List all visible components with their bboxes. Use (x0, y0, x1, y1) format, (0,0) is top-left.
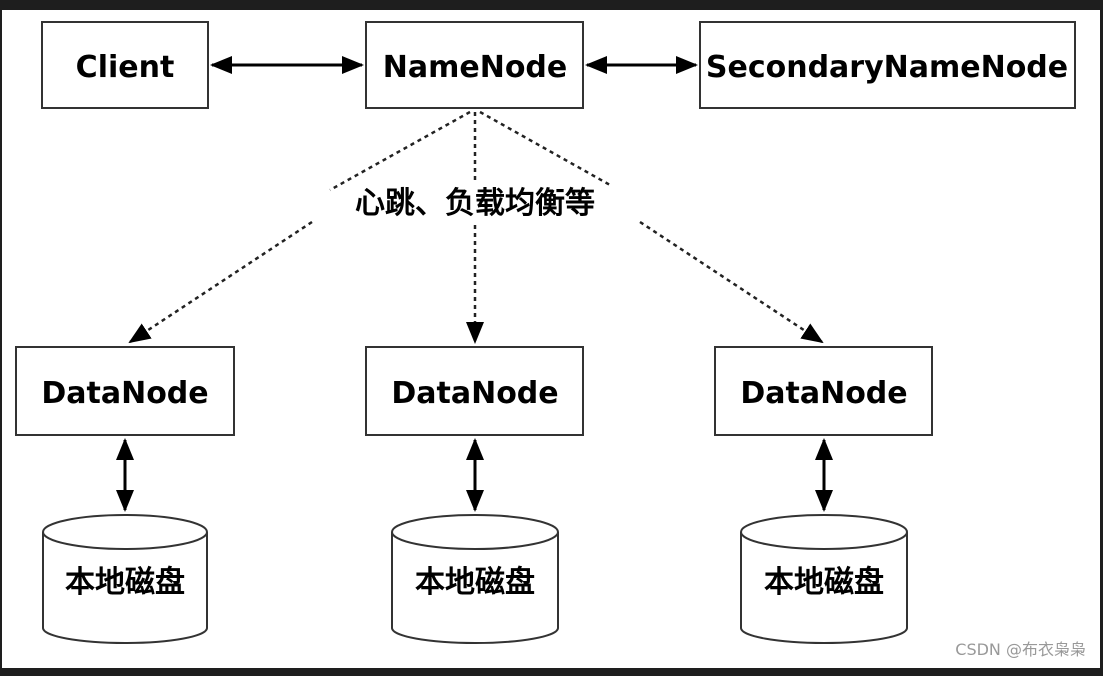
dashed-arrow-1 (128, 220, 313, 344)
datanode-3: DataNode (714, 346, 933, 436)
namenode-node: NameNode (365, 21, 584, 109)
svg-text:本地磁盘: 本地磁盘 (764, 565, 884, 600)
diagram-canvas: Client NameNode SecondaryNameNode 心跳、负载均… (2, 10, 1100, 668)
svg-text:DataNode: DataNode (740, 376, 907, 411)
local-disk-1: 本地磁盘 (42, 514, 208, 644)
heartbeat-dashed-arrows (128, 110, 824, 344)
dashed-arrow-3-upper (479, 110, 611, 187)
local-disk-3: 本地磁盘 (740, 514, 908, 644)
svg-text:Client: Client (76, 50, 175, 85)
local-disk-2: 本地磁盘 (391, 514, 559, 644)
svg-text:DataNode: DataNode (391, 376, 558, 411)
watermark: CSDN @布衣枭枭 (955, 640, 1086, 659)
dashed-arrow-3 (639, 220, 824, 344)
svg-text:本地磁盘: 本地磁盘 (65, 565, 185, 600)
svg-text:本地磁盘: 本地磁盘 (415, 565, 535, 600)
svg-text:DataNode: DataNode (41, 376, 208, 411)
svg-text:SecondaryNameNode: SecondaryNameNode (706, 50, 1068, 85)
heartbeat-label: 心跳、负载均衡等 (355, 186, 595, 221)
secondary-namenode-node: SecondaryNameNode (699, 21, 1076, 109)
svg-text:NameNode: NameNode (383, 50, 568, 85)
datanode-1: DataNode (15, 346, 235, 436)
hdfs-architecture-diagram: Client NameNode SecondaryNameNode 心跳、负载均… (15, 21, 1076, 644)
dashed-arrow-1-upper (329, 110, 471, 192)
datanode-2: DataNode (365, 346, 584, 436)
client-node: Client (41, 21, 209, 109)
